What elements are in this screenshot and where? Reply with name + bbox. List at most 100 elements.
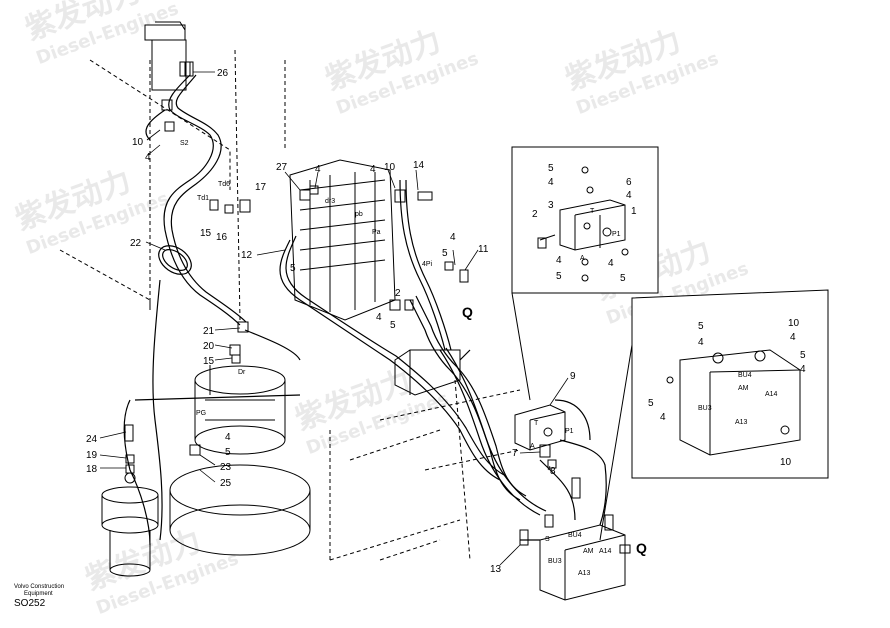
port-label: S2 [180, 140, 189, 147]
footer-brand: Volvo Construction Equipment [14, 584, 64, 598]
callout-20: 20 [203, 341, 215, 352]
port-label: A [580, 255, 585, 262]
port-label: A13 [735, 419, 748, 426]
callout-4: 4 [548, 177, 554, 188]
callout-5: 5 [698, 321, 704, 332]
callout-3: 3 [548, 200, 554, 211]
callout-4: 4 [225, 432, 231, 443]
callout-6: 6 [626, 177, 632, 188]
callout-9: 9 [570, 371, 576, 382]
callout-5: 5 [290, 263, 296, 274]
port-label: S [545, 536, 550, 543]
port-label: dr3 [325, 198, 335, 205]
callout-10: 10 [780, 457, 792, 468]
callout-4: 4 [608, 258, 614, 269]
callout-13: 13 [490, 564, 502, 575]
port-label: BU3 [548, 558, 562, 565]
callout-4: 4 [698, 337, 704, 348]
callout-21: 21 [203, 326, 215, 337]
callout-5: 5 [800, 350, 806, 361]
callout-4: 4 [376, 312, 382, 323]
port-label: T [534, 420, 539, 427]
detail-box-upper [511, 146, 659, 401]
callouts-detail-upper: 5 4 3 2 1 6 4 4 5 4 5 T P1 A [532, 163, 637, 284]
detail-box-lower [599, 289, 829, 541]
callout-18: 18 [86, 464, 98, 475]
port-label: AM [738, 385, 749, 392]
callout-10: 10 [132, 137, 144, 148]
callout-2: 2 [532, 209, 538, 220]
port-label: A13 [578, 570, 591, 577]
callout-5: 5 [620, 273, 626, 284]
callout-5: 5 [556, 271, 562, 282]
callout-4: 4 [315, 164, 321, 175]
footer-brand-line1: Volvo Construction [14, 584, 65, 590]
callout-5: 5 [390, 320, 396, 331]
leader-lines [99, 71, 569, 566]
port-labels-main: S2 Td1 Td6 dr3 pb Pa 4Pi PG Dr BU4 AM A1… [180, 140, 612, 577]
callout-22: 22 [130, 238, 142, 249]
callout-12: 12 [241, 250, 253, 261]
port-label: Dr [238, 369, 246, 376]
callouts-detail-lower: 5 4 10 4 5 4 5 4 10 BU4 AM A14 BU3 A13 [648, 318, 806, 468]
valve-hoses [279, 179, 607, 541]
port-label: Pa [372, 229, 381, 236]
callout-19: 19 [86, 450, 98, 461]
port-label: BU4 [738, 372, 752, 379]
port-label: Td6 [218, 181, 230, 188]
port-label: T [590, 208, 595, 215]
port-label: P1 [565, 428, 574, 435]
callout-17: 17 [255, 182, 267, 193]
port-label: pb [355, 211, 363, 218]
view-marks: Q Q [462, 304, 647, 556]
port-label: A [530, 443, 535, 450]
callout-26: 26 [217, 68, 229, 79]
callout-5: 5 [442, 248, 448, 259]
footer-code: SO252 [14, 598, 46, 609]
port-label: BU4 [568, 532, 582, 539]
valve-block-lower [539, 524, 626, 601]
port-label: PG [196, 410, 206, 417]
callout-4: 4 [370, 164, 376, 175]
port-label: P1 [612, 231, 621, 238]
callout-27: 27 [276, 162, 288, 173]
port-label: BU3 [698, 405, 712, 412]
view-mark-q: Q [636, 540, 647, 556]
fittings [124, 61, 631, 554]
callout-1: 1 [631, 206, 637, 217]
callout-23: 23 [220, 462, 232, 473]
callout-25: 25 [220, 478, 232, 489]
callout-8: 8 [550, 466, 556, 477]
hose-loop [123, 74, 301, 546]
callouts-main: 26 10 4 22 27 4 10 14 4 17 12 15 16 5 2 … [86, 68, 576, 575]
callout-14: 14 [413, 160, 425, 171]
swing-motor [169, 365, 311, 556]
callout-4: 4 [556, 255, 562, 266]
control-valve [289, 159, 396, 321]
callout-10: 10 [788, 318, 800, 329]
callout-4: 4 [450, 232, 456, 243]
callout-4: 4 [790, 332, 796, 343]
callout-10: 10 [384, 162, 396, 173]
port-label: Td1 [197, 195, 209, 202]
callout-5: 5 [225, 447, 231, 458]
callout-11: 11 [478, 244, 489, 255]
callout-2: 2 [395, 288, 401, 299]
callout-5: 5 [648, 398, 654, 409]
callout-15: 15 [200, 228, 212, 239]
callout-16: 16 [216, 232, 228, 243]
callout-4: 4 [626, 190, 632, 201]
port-label: 4Pi [422, 261, 433, 268]
callout-4: 4 [660, 412, 666, 423]
view-mark-q: Q [462, 304, 473, 320]
callout-4: 4 [145, 152, 151, 163]
callout-24: 24 [86, 434, 98, 445]
footer-brand-line2: Equipment [24, 591, 53, 597]
machine-outline [59, 49, 521, 561]
callout-5: 5 [548, 163, 554, 174]
port-label: A14 [765, 391, 778, 398]
callout-4: 4 [800, 364, 806, 375]
port-label: A14 [599, 548, 612, 555]
callout-7: 7 [512, 448, 518, 459]
